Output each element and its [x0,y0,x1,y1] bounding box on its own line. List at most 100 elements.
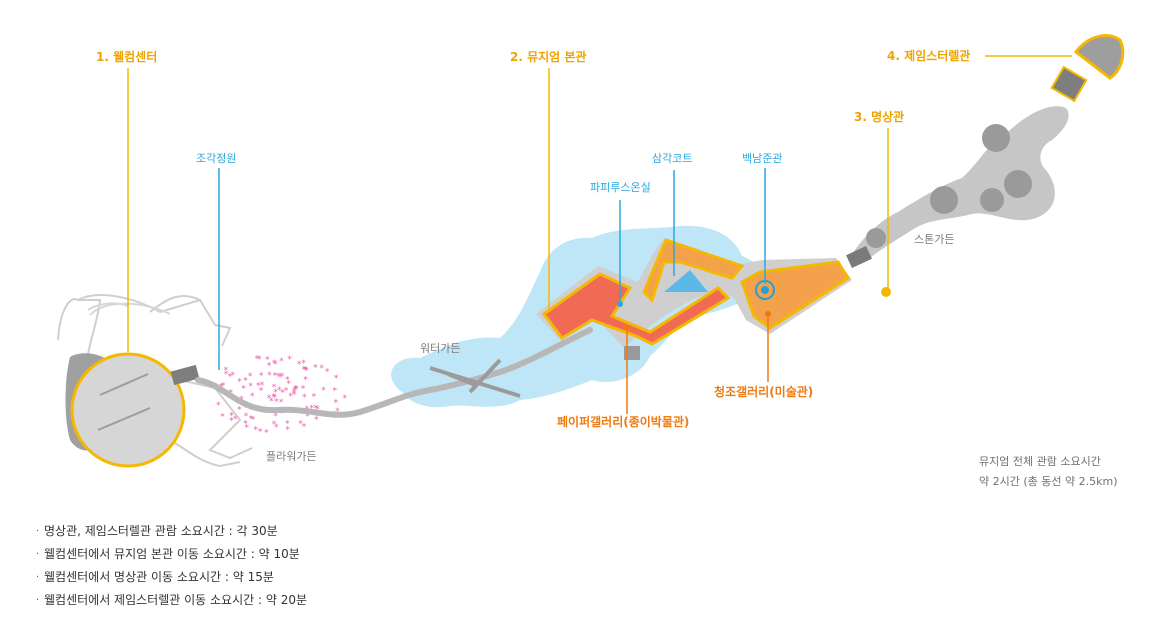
flower-mark: * [259,386,264,396]
flower-mark: * [273,388,278,398]
label-james-turrell: 4. 제임스터렐관 [887,49,971,63]
flower-mark: * [255,355,260,365]
flower-mark: * [292,388,297,398]
flower-mark: * [321,386,326,396]
flower-mark: * [314,404,319,414]
flower-mark: * [272,394,277,404]
flower-mark: * [248,382,253,392]
note-text: 웰컴센터에서 명상관 이동 소요시간 : 약 15분 [44,570,274,584]
flower-mark: * [248,372,253,382]
flower-mark: * [303,366,308,376]
flower-mark: * [302,423,307,433]
leader-lines [127,55,1072,414]
note-item: ·웰컴센터에서 뮤지엄 본관 이동 소요시간 : 약 10분 [36,543,307,566]
flower-mark: * [298,419,303,429]
label-paik-namjune: 백남준관 [742,152,783,165]
flower-mark: * [256,382,261,392]
museum-entrance [624,346,640,360]
flower-mark: * [243,403,248,413]
water-garden-bridge [429,358,521,398]
flower-mark: * [294,385,299,395]
flower-mark: * [279,357,284,367]
james-turrell-hall-dome [1073,34,1125,80]
flower-mark: * [224,366,229,376]
flower-mark: * [304,367,309,377]
flower-mark: * [251,416,256,426]
flower-mark: * [343,394,348,404]
stone-garden-gate [846,246,872,268]
welcome-center-connector [170,364,200,386]
flower-mark: * [285,420,290,430]
label-sculpture-garden: 조각정원 [196,152,237,165]
note-item: · 명상관, 제임스터렐관 관람 소요시간 : 각 30분 [36,520,307,543]
flower-mark: * [229,417,234,427]
flower-mark: * [280,372,285,382]
flower-mark: * [216,401,221,411]
label-cheongjo-gallery: 청조갤러리(미술관) [714,385,814,399]
meditation-pod [866,228,886,248]
flower-mark: * [259,372,264,382]
triangle-court-pond [664,270,708,292]
james-turrell-hall-building [1050,65,1088,103]
bullet-icon: · [36,595,40,606]
flower-mark: * [302,365,307,375]
flower-mark: * [325,367,330,377]
visit-time-notes: · 명상관, 제임스터렐관 관람 소요시간 : 각 30분 ·웰컴센터에서 뮤지엄… [36,520,307,612]
welcome-center-outline [57,294,253,468]
flower-mark: * [241,385,246,395]
flower-mark: * [221,382,226,392]
flower-mark: * [237,406,242,416]
flower-mark: * [265,356,270,366]
flower-mark: * [250,392,255,402]
label-flower-garden: 플라워가든 [266,450,317,463]
flower-mark: * [243,419,248,429]
welcome-center-roof-lines [97,373,151,431]
label-water-garden: 워터가든 [420,342,461,355]
note-item: · 웰컴센터에서 제임스터렐관 이동 소요시간 : 약 20분 [36,589,307,612]
bullet-icon: · [36,572,40,583]
flower-mark: * [237,377,242,387]
flower-mark: * [280,389,285,399]
note-item: · 웰컴센터에서 명상관 이동 소요시간 : 약 15분 [36,566,307,589]
flower-mark: * [272,383,277,393]
meditation-pod [1004,170,1032,198]
flower-mark: * [244,412,249,422]
flower-mark: * [287,355,292,365]
flower-mark: * [294,385,299,395]
flower-mark: * [228,373,233,383]
flower-mark: * [288,392,293,402]
flower-mark: * [254,426,259,436]
flower-mark: * [260,381,265,391]
flower-mark: * [297,360,302,370]
flower-mark: * [285,426,290,436]
flower-mark: * [278,373,283,383]
flower-mark: * [245,424,250,434]
meditation-pod [980,188,1004,212]
flower-mark: * [302,393,307,403]
flower-mark: * [301,359,306,369]
stone-garden-walkway [850,106,1069,258]
label-papyrus-greenhouse: 파피루스온실 [590,181,651,194]
meditation-pod [982,124,1010,152]
flower-mark: * [267,362,272,372]
leader-dots [617,301,771,331]
flower-mark: * [333,386,338,396]
flower-mark: * [233,415,238,425]
meditation-pod [930,186,958,214]
label-paper-gallery: 페이퍼갤러리(종이박물관) [557,415,690,429]
flower-mark: * [305,412,310,422]
meditation-hall-marker [881,287,891,297]
flower-mark: * [292,386,297,396]
flower-mark: * [313,364,318,374]
paik-namjune-core [761,286,769,294]
flower-mark: * [320,364,325,374]
note-text: 명상관, 제임스터렐관 관람 소요시간 : 각 30분 [44,524,278,538]
flower-mark: * [243,377,248,387]
flower-mark: * [312,392,317,402]
flower-mark: * [229,411,234,421]
bullet-icon: · [36,526,40,537]
flower-mark: * [301,384,306,394]
flower-mark: * [273,372,278,382]
note-text: 웰컴센터에서 제임스터렐관 이동 소요시간 : 약 20분 [44,593,308,607]
